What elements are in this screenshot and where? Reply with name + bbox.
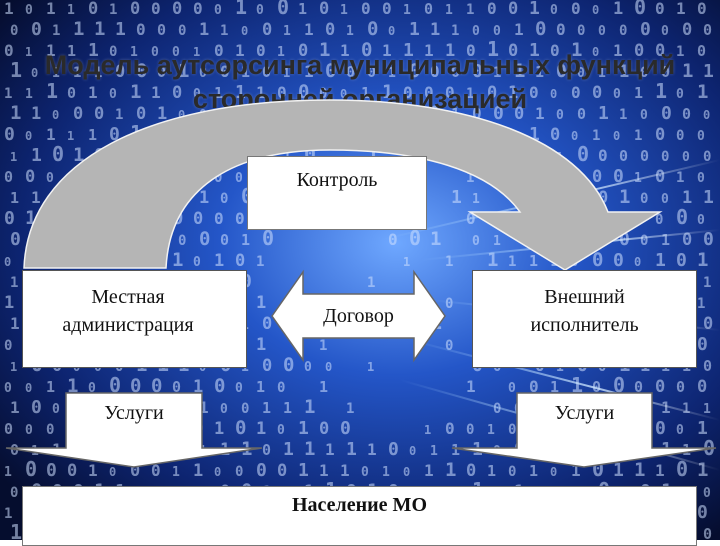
population-label: Население МО [292, 494, 427, 516]
agreement-label: Договор [303, 303, 414, 329]
services-left-label: Услуги [66, 400, 202, 426]
local-admin-box: Местная администрация [22, 270, 247, 368]
contractor-label: Внешний исполнитель [510, 283, 660, 339]
local-admin-label: Местная администрация [43, 283, 213, 339]
population-box: Население МО [22, 486, 697, 546]
control-label: Контроль [297, 169, 378, 191]
control-box: Контроль [247, 156, 427, 230]
contractor-box: Внешний исполнитель [472, 270, 697, 368]
services-right-label: Услуги [517, 400, 652, 426]
